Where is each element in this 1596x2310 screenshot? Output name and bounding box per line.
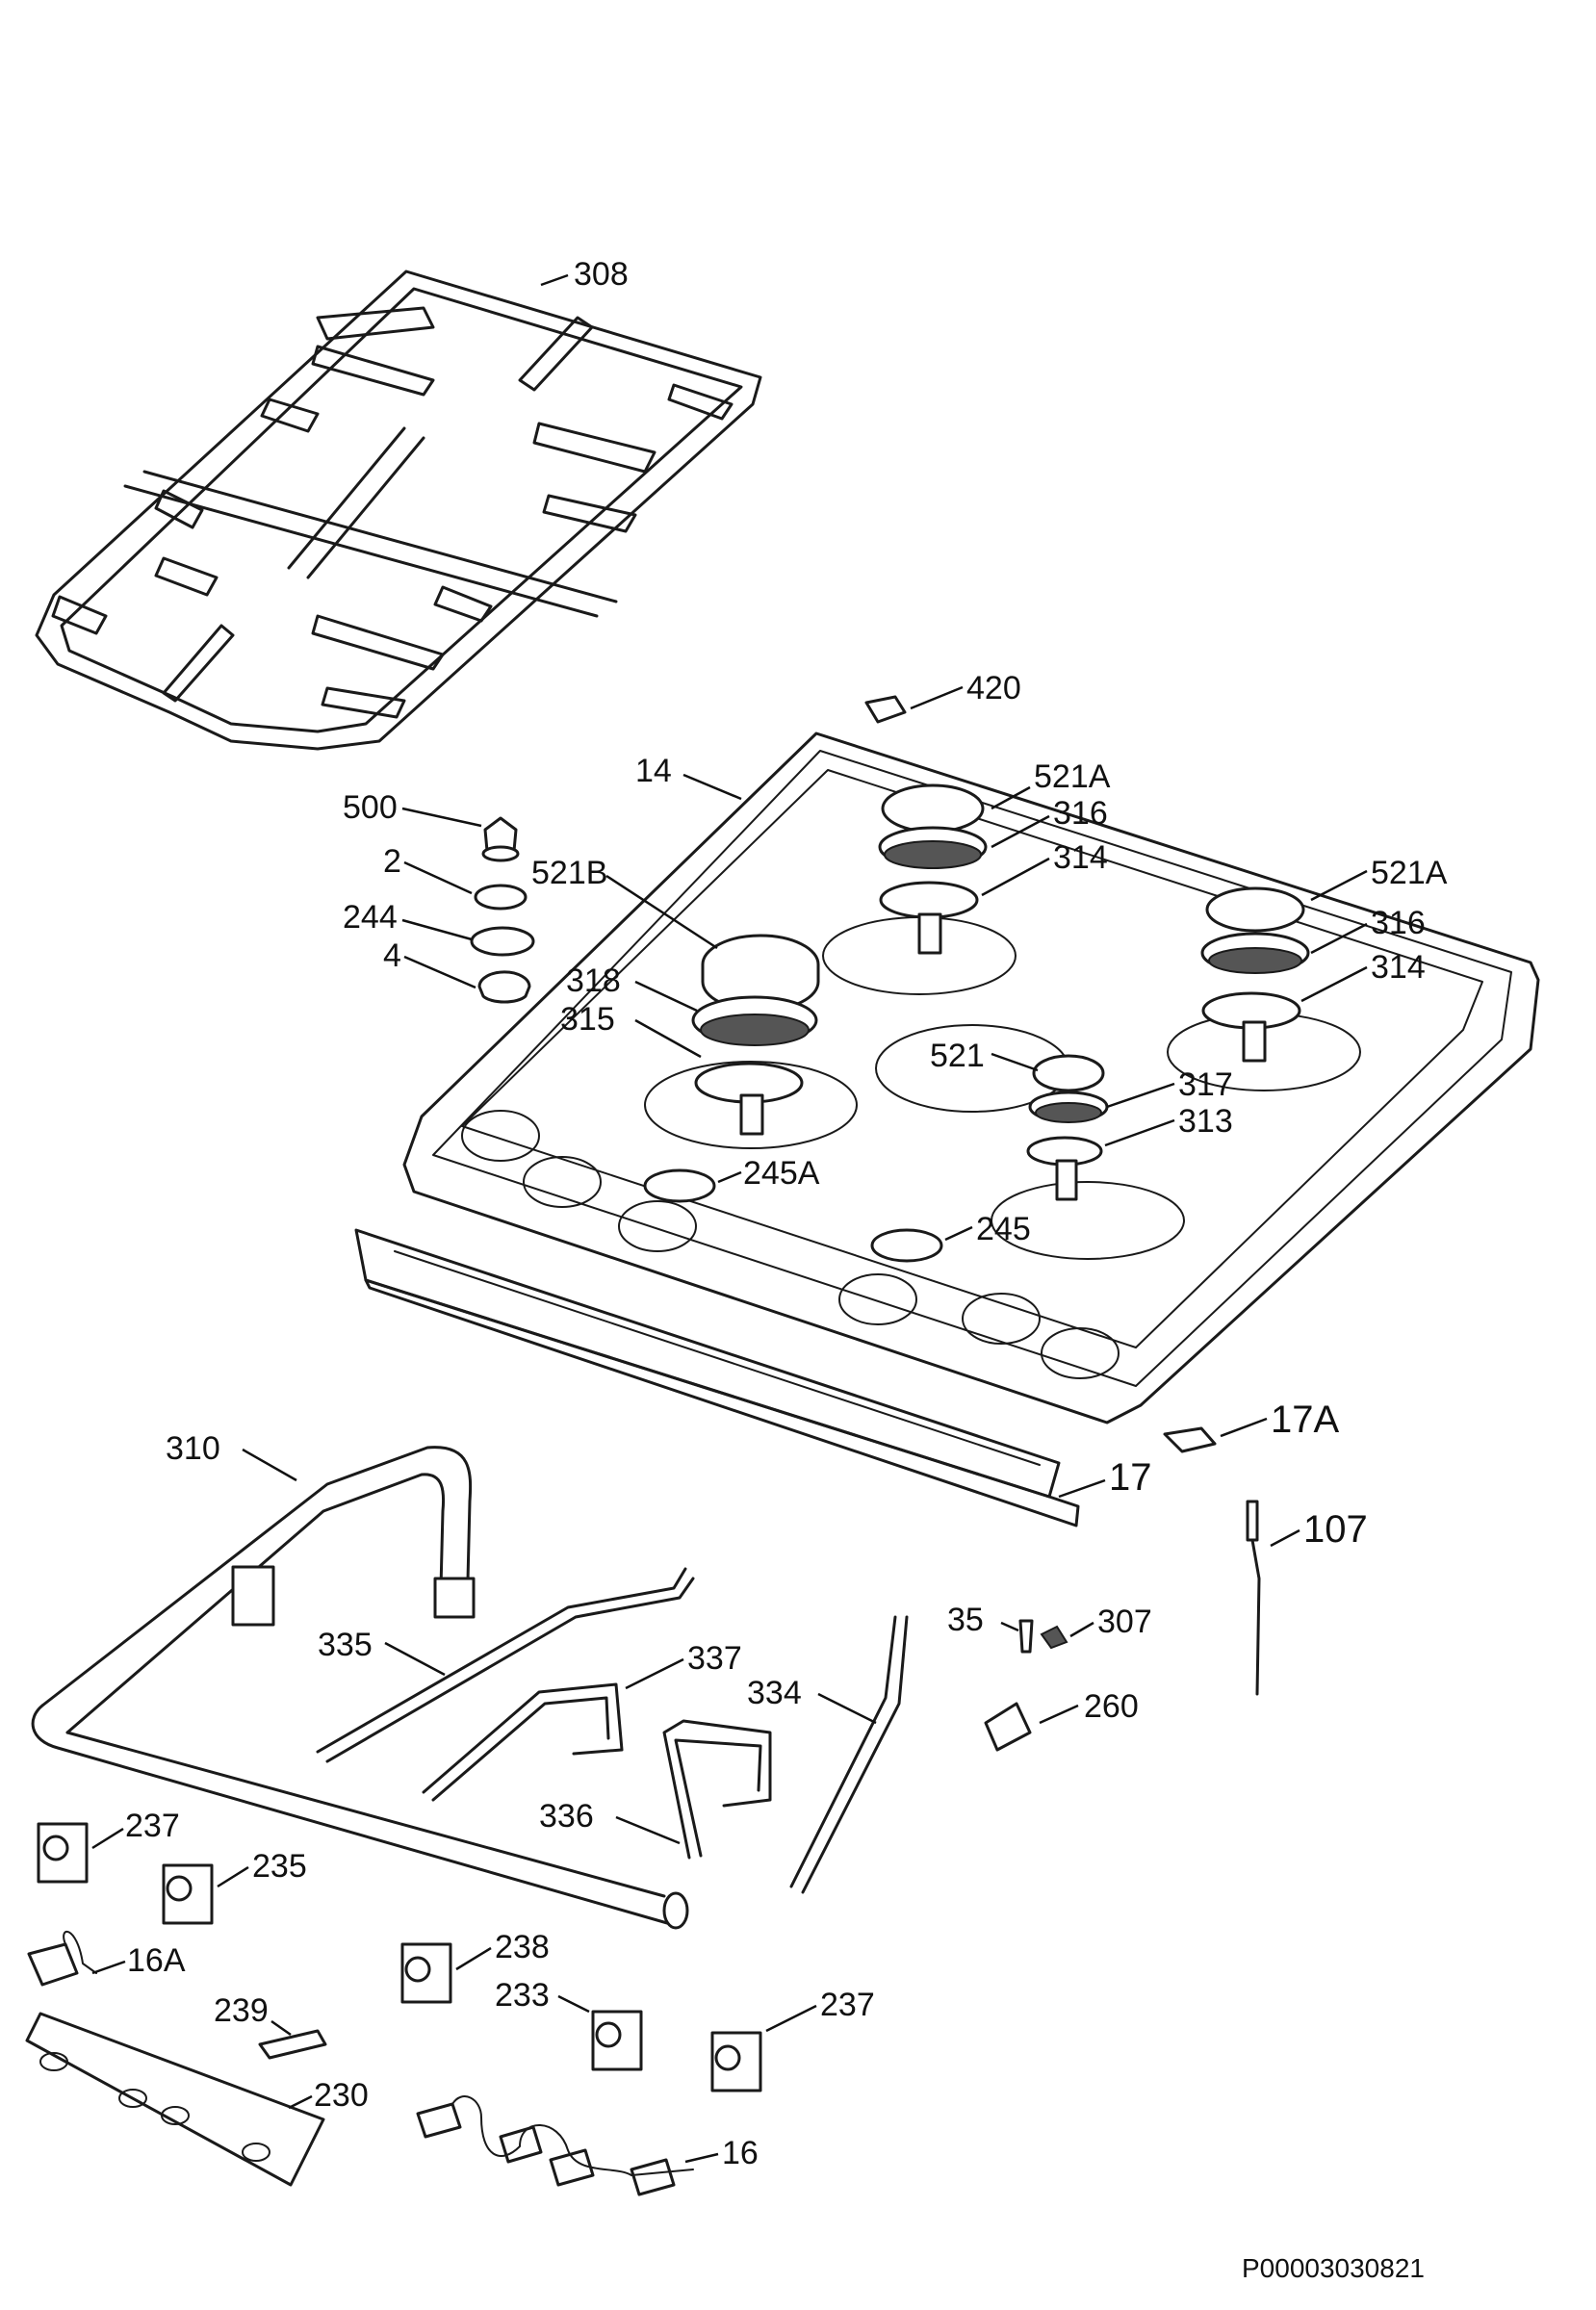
burner-small <box>1026 1054 1109 1201</box>
callout-318: 318 <box>566 962 621 999</box>
knob-bezel <box>470 926 535 957</box>
diagram-reference-number: P00003030821 <box>1242 2253 1425 2283</box>
callout-313: 313 <box>1178 1103 1233 1140</box>
callout-521a-right: 521A <box>1371 855 1448 891</box>
ignition-switch-16a <box>27 1930 97 1987</box>
front-control-panel <box>354 1228 1080 1527</box>
callout-16a: 16A <box>127 1942 186 1979</box>
callout-4: 4 <box>383 937 401 974</box>
gas-tap-233 <box>591 2010 643 2071</box>
callout-16: 16 <box>722 2135 759 2171</box>
clip-17a <box>1163 1426 1217 1453</box>
clip-307 <box>1040 1625 1068 1650</box>
callout-238: 238 <box>495 1929 550 1965</box>
bezel-245a <box>643 1168 716 1203</box>
callout-310: 310 <box>166 1430 220 1467</box>
knob-ring <box>474 884 528 911</box>
callout-314-top: 314 <box>1053 839 1108 876</box>
gas-tap-237-left <box>37 1822 89 1884</box>
callout-521b: 521B <box>531 855 607 891</box>
burner-left-large <box>691 934 820 1136</box>
callout-17a: 17A <box>1271 1399 1339 1441</box>
bracket-239 <box>258 2029 327 2060</box>
callout-420: 420 <box>966 670 1021 706</box>
callout-14: 14 <box>635 753 672 789</box>
callout-308: 308 <box>574 256 629 293</box>
gas-tap-238 <box>400 1942 452 2004</box>
callout-17: 17 <box>1109 1456 1152 1499</box>
callout-500: 500 <box>343 789 398 826</box>
callout-260: 260 <box>1084 1688 1139 1725</box>
callout-521: 521 <box>930 1038 985 1074</box>
callout-316-top: 316 <box>1053 795 1108 832</box>
callout-245: 245 <box>976 1211 1031 1247</box>
knob-cap <box>477 970 531 1004</box>
gas-pipe-337 <box>422 1682 624 1794</box>
callout-314-right: 314 <box>1371 949 1426 986</box>
tap-mounting-plate <box>25 2012 325 2187</box>
callout-244: 244 <box>343 899 398 936</box>
callout-317: 317 <box>1178 1066 1233 1103</box>
clip-420 <box>864 695 907 724</box>
callout-334: 334 <box>747 1675 802 1711</box>
thermocouple <box>1246 1500 1261 1696</box>
callout-335: 335 <box>318 1627 373 1663</box>
callout-237-right: 237 <box>820 1987 875 2023</box>
bracket-260 <box>984 1702 1032 1752</box>
pan-support-grid <box>35 270 762 751</box>
burner-right <box>1200 886 1310 1063</box>
callout-35: 35 <box>947 1602 984 1638</box>
callout-107: 107 <box>1303 1508 1368 1551</box>
callout-307: 307 <box>1097 1604 1152 1640</box>
gas-pipe-335 <box>316 1567 687 1754</box>
callout-245a: 245A <box>743 1155 820 1192</box>
callout-337: 337 <box>687 1640 742 1677</box>
callout-239: 239 <box>214 1992 269 2029</box>
callout-336: 336 <box>539 1798 594 1835</box>
bezel-245 <box>870 1228 943 1263</box>
callout-521a-top: 521A <box>1034 758 1111 795</box>
callout-233: 233 <box>495 1977 550 2014</box>
callout-235: 235 <box>252 1848 307 1885</box>
callout-316-right: 316 <box>1371 905 1426 941</box>
gas-tap-237-right <box>710 2031 762 2092</box>
control-knob <box>481 816 520 862</box>
gas-pipe-336 <box>662 1719 772 1860</box>
callout-230: 230 <box>314 2077 369 2114</box>
callout-237-left: 237 <box>125 1808 180 1844</box>
gas-pipe-334 <box>789 1615 897 1888</box>
ignition-switch-harness <box>416 2095 694 2196</box>
burner-top <box>878 783 988 955</box>
callout-315: 315 <box>560 1001 615 1038</box>
callout-2: 2 <box>383 843 401 880</box>
hob-top <box>402 732 1540 1424</box>
spark-electrode-35 <box>1018 1619 1034 1654</box>
gas-tap-235 <box>162 1863 214 1925</box>
gas-manifold <box>31 1446 689 1930</box>
